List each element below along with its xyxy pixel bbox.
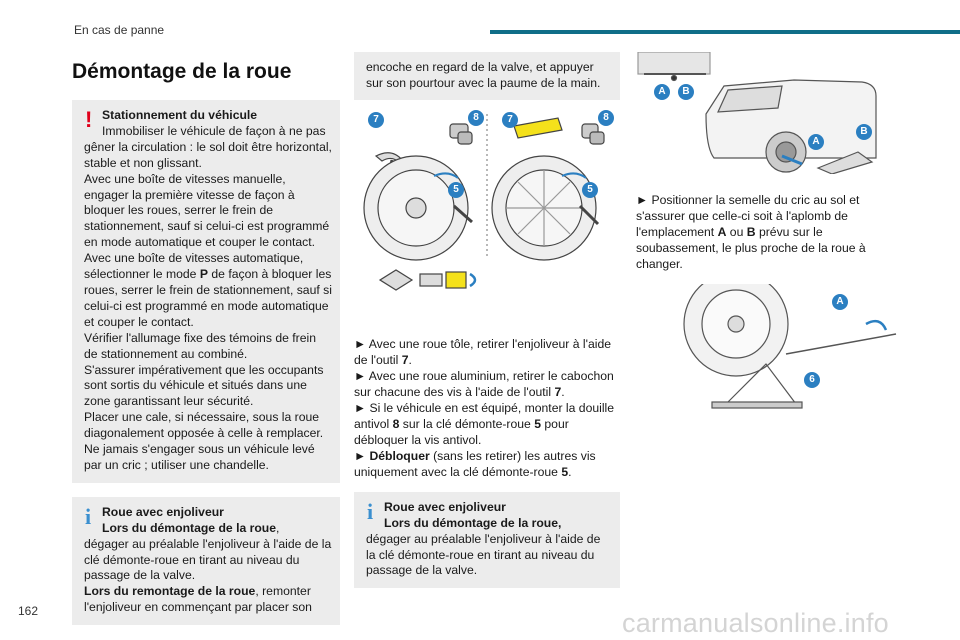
tool-7-label-alloy: 7 — [502, 111, 518, 128]
header-accent-bar — [490, 30, 960, 34]
step-item: ► Avec une roue aluminium, retirer le ca… — [354, 368, 614, 399]
warning-box: ! Stationnement du véhicule Immobiliser … — [72, 100, 340, 483]
column-3: A B A B ► Positionner la semelle du cric… — [636, 51, 900, 424]
warning-first-line: Immobiliser le véhicule de façon à ne pa… — [102, 123, 326, 138]
info-subtitle: Lors du démontage de la roue, — [102, 520, 280, 535]
point-a-label: A — [808, 134, 824, 150]
key-5-label: 5 — [448, 181, 464, 198]
info-subtitle: Lors du démontage de la roue, — [384, 515, 562, 530]
column-1: Démontage de la roue ! Stationnement du … — [72, 52, 340, 626]
page-number: 162 — [18, 604, 39, 618]
wheel-tools-figure: 7 8 7 8 5 5 — [354, 105, 620, 328]
info-paragraph: dégager au préalable l'enjoliveur à l'ai… — [84, 536, 332, 583]
warning-exclamation-icon: ! — [85, 107, 93, 132]
continued-box: encoche en regard de la valve, et appuye… — [354, 52, 620, 100]
header-section-title: En cas de panne — [74, 23, 165, 37]
warning-paragraph: gêner la circulation : le sol doit être … — [84, 139, 332, 170]
point-b-label: B — [856, 124, 872, 140]
vehicle-jack-figure: A B A B — [636, 51, 900, 175]
key-5-label-alloy: 5 — [582, 181, 598, 198]
info-title: Roue avec enjoliveur — [384, 499, 506, 514]
site-watermark: carmanualsonline.info — [622, 608, 889, 638]
warning-paragraph: Avec une boîte de vitesses automatique, … — [84, 251, 332, 329]
column-2: encoche en regard de la valve, et appuye… — [354, 52, 620, 589]
info-icon: i — [367, 498, 374, 524]
warning-paragraph: S'assurer impérativement que les occupan… — [84, 362, 324, 409]
socket-8-label: 8 — [468, 109, 484, 126]
step-item: ► Si le véhicule en est équipé, monter l… — [354, 400, 615, 447]
point-a-jack-label: A — [832, 294, 848, 310]
jack-step-text: ► Positionner la semelle du cric au sol … — [636, 192, 900, 272]
tool-7-label: 7 — [368, 111, 384, 128]
section-heading: Démontage de la roue — [72, 60, 292, 83]
info-icon: i — [85, 503, 92, 529]
jack-under-car-figure: A 6 — [636, 271, 900, 424]
point-b-inset-label: B — [678, 84, 694, 100]
step-item: ► Avec une roue tôle, retirer l'enjolive… — [354, 336, 611, 367]
wheel-tools-illustration — [363, 113, 605, 291]
warning-title: Stationnement du véhicule — [102, 108, 258, 122]
steps-text: ► Avec une roue tôle, retirer l'enjolive… — [354, 336, 620, 480]
continued-text: encoche en regard de la valve, et appuye… — [366, 60, 601, 90]
step-item: ► Débloquer (sans les retirer) les autre… — [354, 448, 596, 479]
info-box-2: i Roue avec enjoliveur Lors du démontage… — [354, 491, 620, 589]
jack-illustration — [683, 271, 897, 409]
warning-paragraph: Vérifier l'allumage fixe des témoins de … — [84, 330, 316, 361]
warning-paragraph: Placer une cale, si nécessaire, sous la … — [84, 410, 324, 441]
socket-8-label-alloy: 8 — [598, 109, 614, 126]
warning-paragraph: Ne jamais s'engager sous un véhicule lev… — [84, 442, 315, 472]
info-paragraph: Lors du remontage de la roue, remonter l… — [84, 584, 312, 615]
vehicle-jack-illustration — [637, 51, 877, 175]
point-a-inset-label: A — [654, 84, 670, 100]
jack-6-label: 6 — [804, 372, 820, 388]
warning-paragraph: Avec une boîte de vitesses manuelle, eng… — [84, 171, 330, 250]
step-item: ► Positionner la semelle du cric au sol … — [636, 193, 866, 271]
info-box: i Roue avec enjoliveur Lors du démontage… — [72, 496, 340, 626]
info-title: Roue avec enjoliveur — [102, 504, 224, 519]
info-paragraph: dégager au préalable l'enjoliveur à l'ai… — [366, 531, 601, 578]
